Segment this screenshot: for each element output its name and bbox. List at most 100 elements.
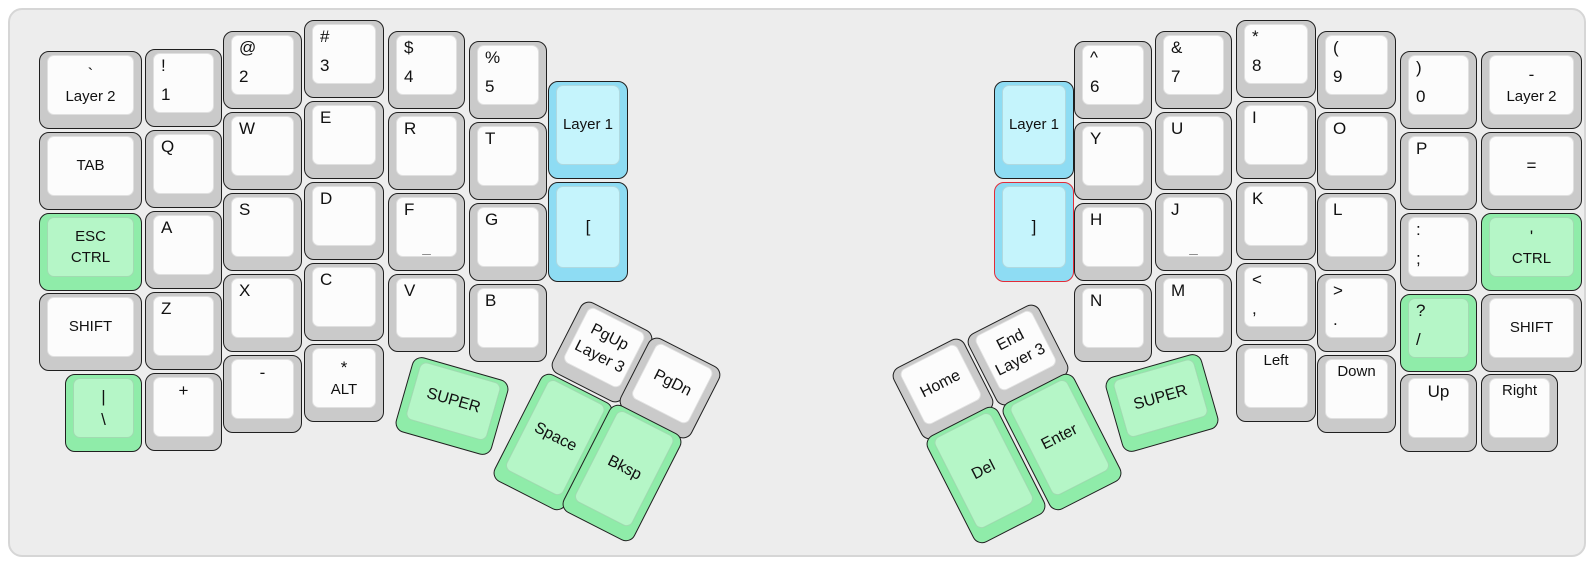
key-super-left[interactable]: SUPER: [393, 354, 511, 458]
keycap-surface: K: [1244, 186, 1308, 246]
key-legend: |: [101, 386, 106, 406]
key-legend: CTRL: [70, 248, 111, 266]
key-legend: Layer 2: [1506, 87, 1557, 105]
key-q[interactable]: Q: [145, 130, 222, 208]
keycap-surface: Y: [1082, 126, 1144, 186]
key-star-alt[interactable]: *ALT: [304, 344, 384, 422]
key-legend: G: [485, 210, 499, 229]
key-legend: I: [1252, 108, 1257, 127]
keycap-surface: L: [1325, 197, 1388, 257]
key-u[interactable]: U: [1155, 112, 1232, 190]
keycap-surface: =: [1489, 136, 1574, 196]
key-legend: *: [1252, 27, 1259, 46]
key-layer1-left[interactable]: Layer 1: [548, 81, 628, 179]
key-l[interactable]: L: [1317, 193, 1396, 271]
key-arrow-right[interactable]: Right: [1481, 374, 1558, 452]
key-m[interactable]: M: [1155, 274, 1232, 352]
key-j[interactable]: J_: [1155, 193, 1232, 271]
keycap-surface: :;: [1408, 217, 1469, 277]
key-pipe-backslash[interactable]: |\: [65, 374, 142, 452]
key-v[interactable]: V: [388, 274, 465, 352]
keycap-surface: +: [153, 377, 214, 437]
key-equals[interactable]: =: [1481, 132, 1582, 210]
key-z[interactable]: Z: [145, 292, 222, 370]
key-2[interactable]: @2: [223, 31, 302, 109]
key-c[interactable]: C: [304, 263, 384, 341]
key-9[interactable]: (9: [1317, 31, 1396, 109]
key-4[interactable]: $4: [388, 31, 465, 109]
key-comma[interactable]: <,: [1236, 263, 1316, 341]
key-legend: \: [101, 409, 106, 429]
key-g[interactable]: G: [469, 203, 547, 281]
key-0[interactable]: )0: [1400, 51, 1477, 129]
key-h[interactable]: H: [1074, 203, 1152, 281]
key-legend: 2: [239, 67, 249, 87]
key-layer1-right[interactable]: Layer 1: [994, 81, 1074, 179]
key-grave-layer2[interactable]: `Layer 2: [39, 51, 142, 129]
key-n[interactable]: N: [1074, 284, 1152, 362]
key-a[interactable]: A: [145, 211, 222, 289]
key-i[interactable]: I: [1236, 101, 1316, 179]
key-legend: Right: [1501, 382, 1538, 399]
key-legend: F: [404, 200, 415, 219]
key-minus-layer2[interactable]: - Layer 2: [1481, 51, 1582, 129]
key-legend: 6: [1090, 77, 1100, 97]
key-arrow-down[interactable]: Down: [1317, 355, 1396, 433]
key-shift-right[interactable]: SHIFT: [1481, 294, 1582, 372]
key-left-bracket[interactable]: [: [548, 182, 628, 282]
key-3[interactable]: #3: [304, 20, 384, 98]
key-p[interactable]: P: [1400, 132, 1477, 210]
key-6[interactable]: ^6: [1074, 41, 1152, 119]
key-w[interactable]: W: [223, 112, 302, 190]
key-quote-ctrl[interactable]: 'CTRL: [1481, 213, 1582, 291]
key-1[interactable]: !1: [145, 49, 222, 127]
key-t[interactable]: T: [469, 122, 547, 200]
key-legend: O: [1333, 119, 1347, 138]
key-k[interactable]: K: [1236, 182, 1316, 260]
key-plus[interactable]: +: [145, 373, 222, 451]
keycap-surface: D: [312, 186, 376, 246]
key-period[interactable]: >.: [1317, 274, 1396, 352]
key-minus[interactable]: -: [223, 355, 302, 433]
key-legend: T: [485, 129, 496, 148]
key-legend: C: [320, 270, 333, 289]
key-legend: W: [239, 119, 256, 138]
key-b[interactable]: B: [469, 284, 547, 362]
key-right-bracket[interactable]: ]: [994, 182, 1074, 282]
key-tab[interactable]: TAB: [39, 132, 142, 210]
key-slash[interactable]: ?/: [1400, 294, 1477, 372]
key-legend: *: [340, 358, 348, 378]
key-o[interactable]: O: [1317, 112, 1396, 190]
key-semicolon[interactable]: :;: [1400, 213, 1477, 291]
key-legend: <: [1252, 270, 1262, 289]
key-arrow-up[interactable]: Up: [1400, 374, 1477, 452]
key-5[interactable]: %5: [469, 41, 547, 119]
key-7[interactable]: &7: [1155, 31, 1232, 109]
key-8[interactable]: *8: [1236, 20, 1316, 98]
keycap-surface: TAB: [47, 136, 134, 196]
key-legend: E: [320, 108, 332, 127]
key-super-right[interactable]: SUPER: [1103, 351, 1221, 455]
key-e[interactable]: E: [304, 101, 384, 179]
key-legend: PgDn: [650, 366, 695, 400]
key-legend: P: [1416, 139, 1428, 158]
key-legend: -: [1528, 65, 1535, 85]
key-legend: Bksp: [604, 452, 645, 484]
key-legend: R: [404, 119, 417, 138]
key-r[interactable]: R: [388, 112, 465, 190]
key-arrow-left[interactable]: Left: [1236, 344, 1316, 422]
key-y[interactable]: Y: [1074, 122, 1152, 200]
key-d[interactable]: D: [304, 182, 384, 260]
keycap-surface: $4: [396, 35, 457, 95]
keycap-surface: )0: [1408, 55, 1469, 115]
keycap-surface: #3: [312, 24, 376, 84]
key-shift-left[interactable]: SHIFT: [39, 293, 142, 371]
key-s[interactable]: S: [223, 193, 302, 271]
key-f[interactable]: F_: [388, 193, 465, 271]
keycap-surface: S: [231, 197, 294, 257]
keycap-surface: PgDn: [629, 341, 715, 426]
key-x[interactable]: X: [223, 274, 302, 352]
key-legend: .: [1333, 310, 1338, 330]
